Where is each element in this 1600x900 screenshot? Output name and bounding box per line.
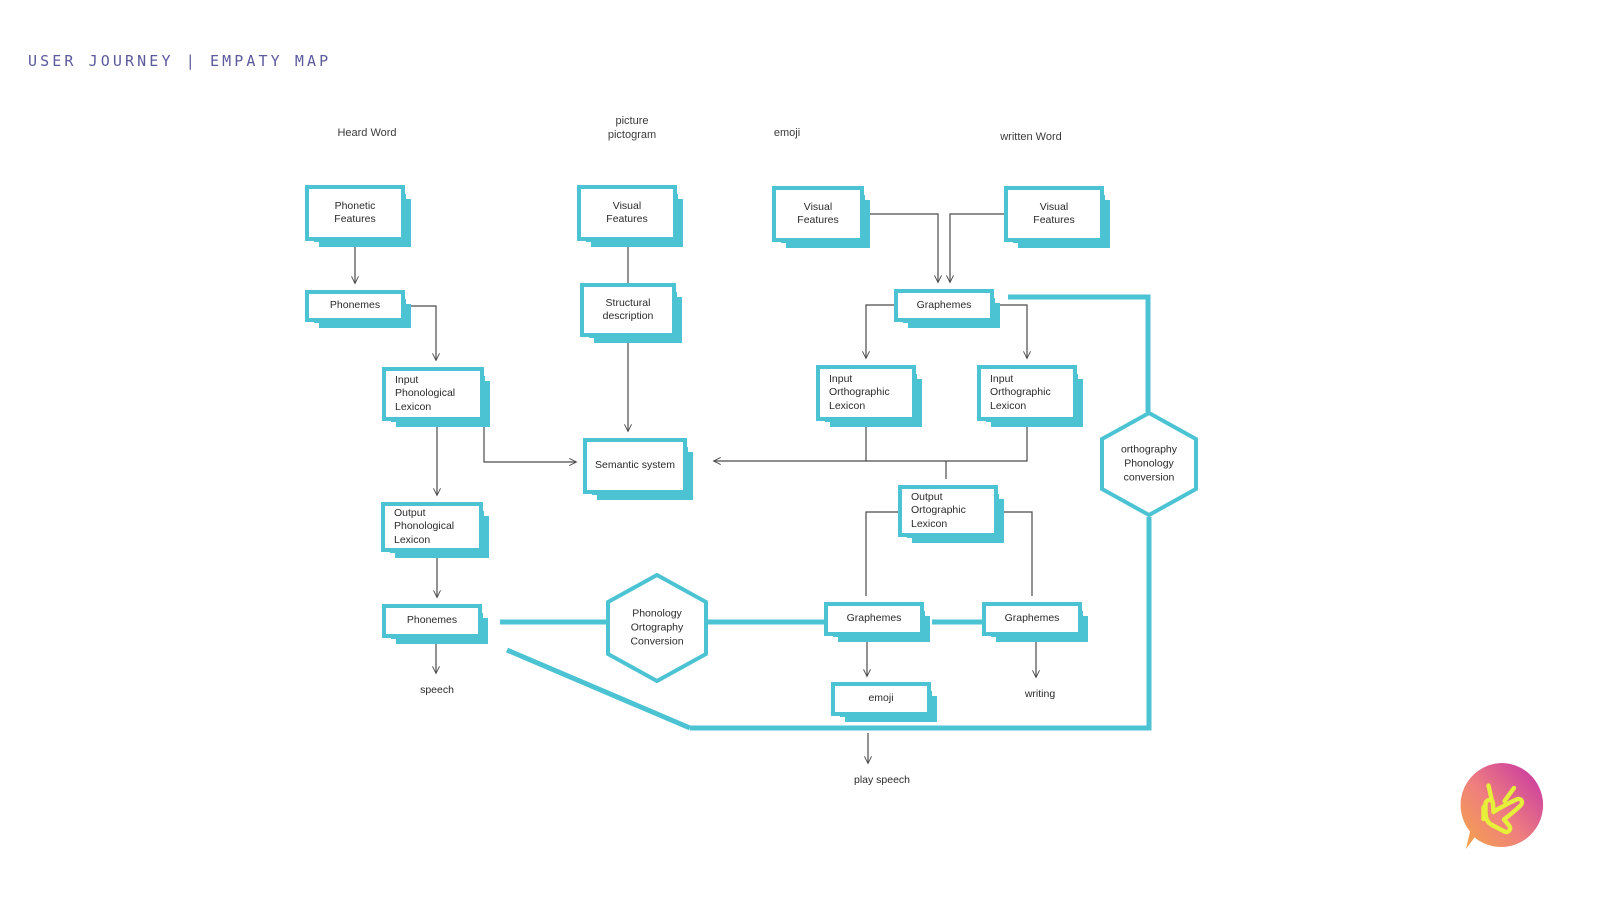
node-label: Phonemes [406,614,458,627]
node-structural-description[interactable]: Structural description [580,283,682,343]
node-graphemes-input[interactable]: Graphemes [894,289,1000,328]
node-label: Graphemes [846,612,902,625]
hexagon-label: orthography Phonology conversion [1120,443,1178,485]
node-label: Output Ortographic Lexicon [911,490,966,530]
node-input-phonological-lexicon[interactable]: Input Phonological Lexicon [382,367,490,427]
node-graphemes-output-emoji[interactable]: Graphemes [824,602,930,642]
node-label: Phonetic Features [334,199,376,225]
node-label: Semantic system [595,459,675,472]
page-title: USER JOURNEY | EMPATY MAP [28,52,332,70]
node-input-orthographic-lexicon-emoji[interactable]: Input Orthographic Lexicon [816,365,922,427]
column-header-picture-pictogram: picture pictogram [607,115,657,141]
brand-logo [1452,757,1550,855]
label-writing: writing [1024,688,1056,700]
node-label: Structural description [602,296,654,322]
node-label: Input Orthographic Lexicon [990,372,1051,412]
wire-inputphon-to-semantic [483,421,576,462]
node-label: Visual Features [606,199,648,225]
node-output-ortographic-lexicon[interactable]: Output Ortographic Lexicon [898,485,1004,543]
wire-outputortho-to-graphemes-emoji [865,511,898,596]
node-label: Output Phonological Lexicon [394,506,455,546]
node-label: Input Phonological Lexicon [395,373,456,413]
column-header-emoji: emoji [773,127,801,139]
node-phonetic-features[interactable]: Phonetic Features [305,185,411,247]
wire-graphemes-to-inputortho-emoji [866,304,894,358]
node-output-phonological-lexicon[interactable]: Output Phonological Lexicon [381,502,489,558]
node-semantic-system[interactable]: Semantic system [583,438,693,500]
node-label: Visual Features [1033,200,1075,226]
label-speech: speech [420,684,454,696]
wire-inputortho-written-to-bus [866,421,1028,462]
node-label: Input Orthographic Lexicon [829,372,890,412]
node-phonemes-output[interactable]: Phonemes [382,604,488,644]
wire-visualemoji-to-graphemes [864,213,938,282]
node-visual-features-written[interactable]: Visual Features [1004,186,1110,248]
hexagon-phonology-ortography-conversion[interactable]: Phonology Ortography Conversion [605,573,709,683]
node-graphemes-output-written[interactable]: Graphemes [982,602,1088,642]
node-label: Graphemes [1004,612,1060,625]
node-phonemes-input[interactable]: Phonemes [305,290,411,328]
wire-visualwritten-to-graphemes [950,213,1004,282]
node-label: Visual Features [797,200,839,226]
node-visual-features-emoji[interactable]: Visual Features [772,186,870,248]
node-input-orthographic-lexicon-written[interactable]: Input Orthographic Lexicon [977,365,1083,427]
node-emoji-output[interactable]: emoji [831,682,937,722]
column-header-written-word: written Word [1000,131,1062,143]
hexagon-orthography-phonology-conversion[interactable]: orthography Phonology conversion [1099,411,1199,517]
node-label: Graphemes [916,298,972,311]
wire-inputortho-to-semantic [714,421,867,461]
column-header-heard-word: Heard Word [337,127,397,139]
node-visual-features-picture[interactable]: Visual Features [577,185,683,247]
label-play-speech: play speech [853,774,911,786]
node-label: Phonemes [329,299,381,312]
peace-hand-icon [1481,783,1525,835]
hexagon-label: Phonology Ortography Conversion [630,607,684,649]
node-label: emoji [868,692,894,705]
